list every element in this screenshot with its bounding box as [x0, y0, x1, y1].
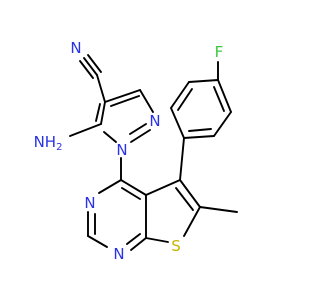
- bond-pym-c4-n3: [98, 179, 122, 194]
- bond-ph-4: [217, 79, 232, 113]
- bond-ph-3: [188, 79, 219, 83]
- bond-n1-c5: [103, 131, 117, 143]
- bond-methyl: [199, 206, 238, 213]
- atom-fluorine: F: [215, 43, 224, 61]
- bond-pym-c2-n1: [87, 235, 108, 248]
- bond-ph-2-double: [177, 88, 193, 111]
- bond-th-c5-c6-double: [175, 187, 194, 211]
- bond-n2-n1: [130, 129, 151, 143]
- bond-n2-n1-double: [129, 123, 147, 135]
- bond-ph-2: [170, 81, 190, 109]
- bond-pym-c4a-c4: [120, 179, 147, 196]
- atom-amino-main: NH: [34, 133, 57, 151]
- bond-c4-c3-double: [110, 95, 140, 107]
- atom-labels: N NH2 N N N N S F: [34, 39, 224, 263]
- atom-thiophene-s: S: [171, 237, 181, 255]
- bond-c5-phenyl: [179, 137, 185, 181]
- bond-nitrile-2: [87, 54, 102, 73]
- bonds: [69, 54, 238, 251]
- bond-pym-n1-c7a: [130, 237, 147, 251]
- bond-ph-4-double: [213, 86, 225, 112]
- bond-c4-c3: [104, 89, 141, 103]
- bond-ph-6: [183, 135, 215, 139]
- bond-ph-6-double: [188, 128, 212, 132]
- bond-pym-n1-c7a-double: [126, 233, 141, 245]
- atom-amino: NH2: [34, 133, 63, 153]
- bond-cn-c4: [96, 74, 106, 103]
- atom-pyrimidine-n1: N: [113, 245, 124, 263]
- bond-c5-nh2: [69, 123, 102, 137]
- bond-nitrile-1: [83, 57, 98, 76]
- atom-nitrile-n: N: [70, 39, 81, 57]
- bond-th-c5-c6: [179, 179, 201, 208]
- bond-th-c4a-c5: [145, 179, 181, 196]
- atom-pyrazole-n1: N: [116, 141, 127, 159]
- atom-amino-subscript: 2: [56, 142, 62, 153]
- bond-th-s-c7a: [145, 237, 169, 243]
- bond-ph-1: [170, 107, 185, 139]
- atom-pyrimidine-n3: N: [84, 194, 95, 212]
- bond-pym-c4a-c4-double: [121, 187, 141, 200]
- bond-th-c6-s: [183, 206, 201, 237]
- bond-c5-c4: [100, 101, 106, 125]
- bond-c3-n2: [139, 89, 154, 113]
- atom-pyrazole-n2: N: [149, 112, 160, 130]
- bond-c5-c4-double: [95, 103, 101, 122]
- bond-ph-5: [213, 111, 232, 137]
- molecule-structure: N NH2 N N N N S F: [34, 39, 238, 263]
- bond-nitrile-3: [79, 60, 94, 79]
